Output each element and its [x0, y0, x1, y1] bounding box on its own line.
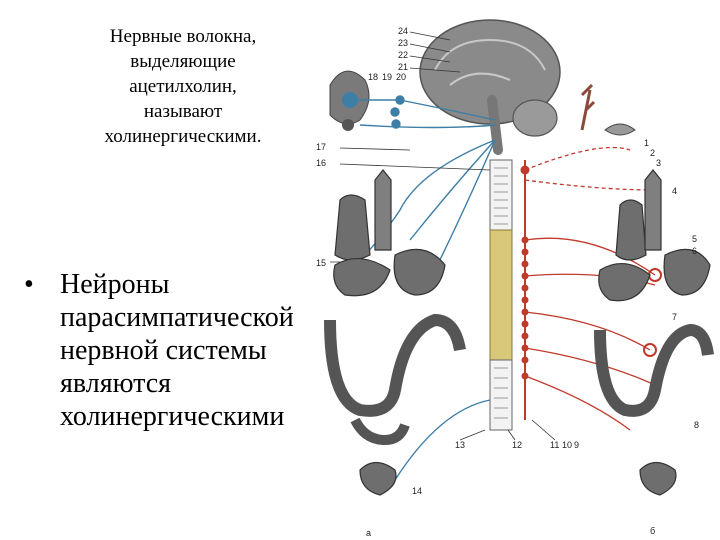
diagram-label: 13: [455, 440, 465, 450]
diagram-label: 10: [562, 440, 572, 450]
diagram-label: 5: [692, 234, 697, 244]
diagram-label: 17: [316, 142, 326, 152]
bullet-line: парасимпатической: [60, 302, 294, 333]
bullet-marker: •: [24, 269, 34, 300]
bullet-line: нервной системы: [60, 335, 267, 366]
diagram-label: 24: [398, 26, 408, 36]
diagram-label: 4: [672, 186, 677, 196]
diagram-label: 21: [398, 62, 408, 72]
caption-line: выделяющие: [130, 51, 236, 72]
right-organs: [594, 169, 714, 496]
diagram-label: 20: [396, 72, 406, 82]
diagram-label: а: [366, 528, 371, 538]
sympathetic-chain: [520, 146, 662, 431]
autonomic-nervous-system-diagram: 24 23 22 21 18 19 20 17 16 15 1 2 3 4 5 …: [316, 19, 714, 538]
diagram-label: 9: [574, 440, 579, 450]
diagram-label: 1: [644, 138, 649, 148]
diagram-label: 11: [550, 440, 559, 450]
caption-text: Нервные волокна, выделяющие ацетилхолин,…: [60, 24, 306, 149]
left-organs: [324, 169, 466, 496]
caption-line: Нервные волокна,: [109, 26, 257, 47]
diagram-label: 8: [694, 420, 699, 430]
diagram-label: 16: [316, 158, 326, 168]
diagram-label: 22: [398, 50, 408, 60]
brain-illustration: [419, 19, 561, 155]
diagram-label: 6: [692, 246, 697, 256]
bullet-lines: Нейроны парасимпатической нервной систем…: [60, 268, 350, 433]
diagram-label: 18: [368, 72, 378, 82]
diagram-labels: 24 23 22 21 18 19 20 17 16 15 1 2 3 4 5 …: [316, 26, 699, 538]
caption-line: ацетилхолин,: [129, 76, 237, 97]
diagram-label: 12: [512, 440, 522, 450]
diagram-label: 15: [316, 258, 326, 268]
diagram-label: б: [650, 526, 655, 536]
head-organs: [329, 70, 636, 136]
bullet-line: являются: [60, 368, 172, 399]
diagram-label: 23: [398, 38, 408, 48]
spinal-cord: [489, 159, 513, 431]
parasympathetic-nerves: [355, 95, 496, 481]
caption-line: называют: [143, 101, 223, 122]
bullet-line: Нейроны: [60, 269, 170, 300]
bullet-line: холинергическими: [60, 401, 285, 432]
diagram-label: 2: [650, 148, 655, 158]
label-leaders: [330, 31, 556, 441]
diagram-label: 14: [412, 486, 422, 496]
diagram-label: 3: [656, 158, 661, 168]
diagram-label: 19: [382, 72, 392, 82]
diagram-label: 7: [672, 312, 677, 322]
caption-line: холинергическими.: [104, 126, 262, 147]
